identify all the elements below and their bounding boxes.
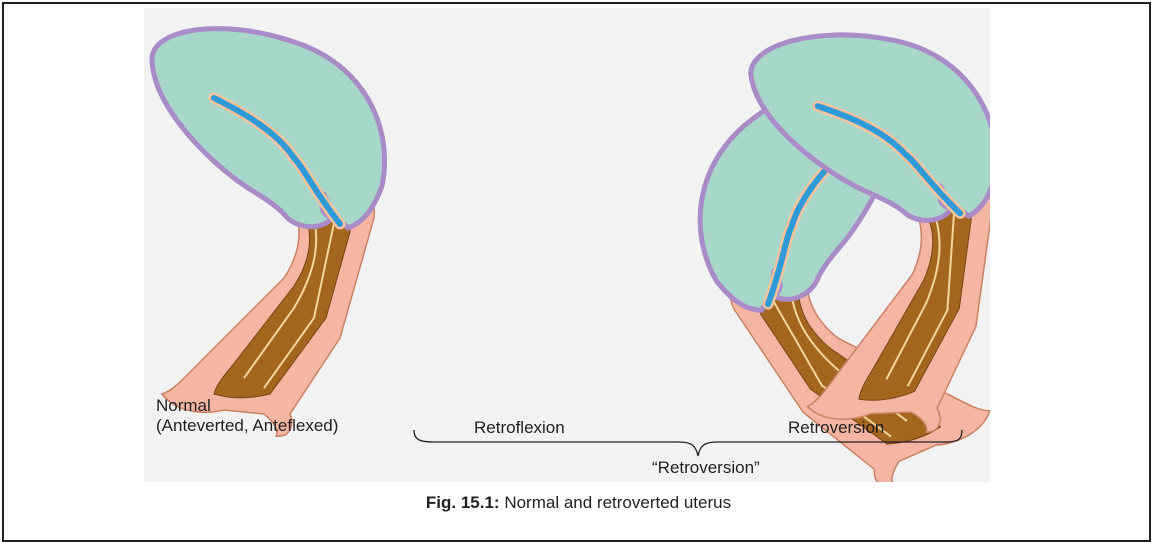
normal-label: Normal (Anteverted, Anteflexed) bbox=[156, 396, 338, 436]
figure-caption-text: Normal and retroverted uterus bbox=[500, 493, 732, 512]
figure-number: Fig. 15.1: bbox=[426, 493, 500, 512]
figure-caption: Fig. 15.1: Normal and retroverted uterus bbox=[0, 493, 1157, 513]
retroversion-label: Retroversion bbox=[788, 418, 884, 438]
normal-uterus-drawing bbox=[152, 29, 385, 437]
illustration-area: Normal (Anteverted, Anteflexed) Retrofle… bbox=[144, 8, 990, 482]
retroflexion-label: Retroflexion bbox=[474, 418, 565, 438]
retroversion-group-label: “Retroversion” bbox=[652, 458, 760, 478]
